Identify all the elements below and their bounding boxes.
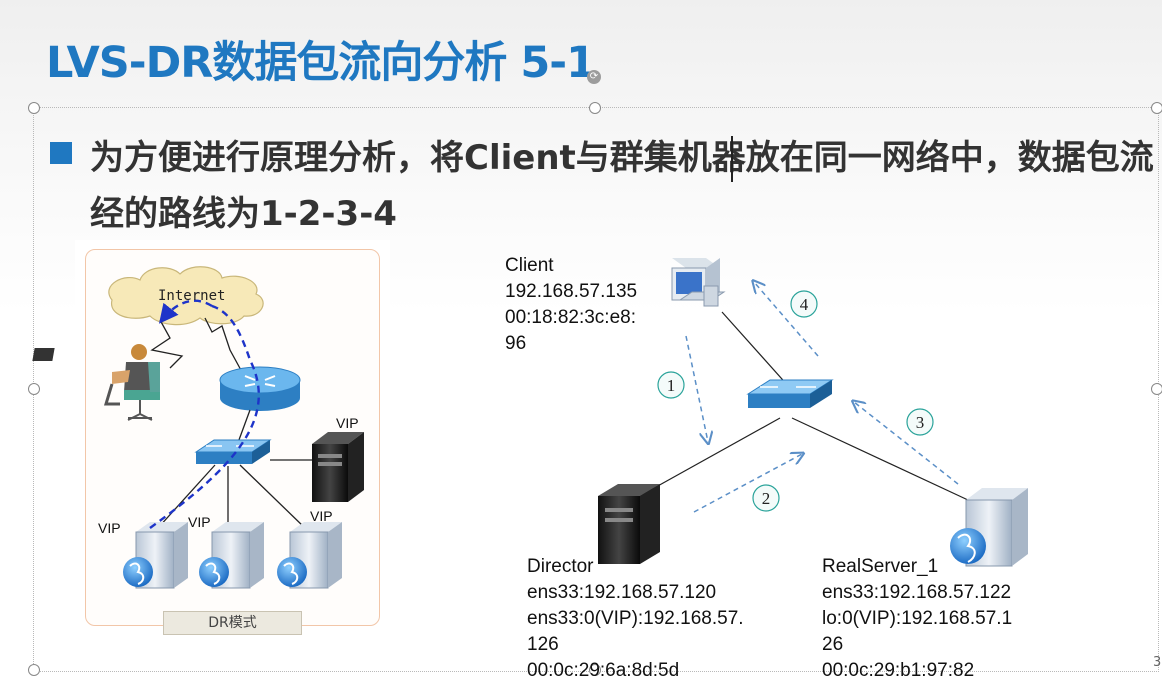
internet-label: Internet [158,288,226,304]
switch-icon [194,439,272,464]
client-mac: 00:18:82:3c:e8: [505,307,636,328]
vip-label: VIP [188,514,211,530]
dr-flow-path-arrow [158,299,213,324]
client-label-block: Client 192.168.57.135 00:18:82:3c:e8: 96 [505,253,637,357]
step-4-arrow [754,282,819,357]
client-pc-icon [671,258,726,307]
step-3-arrow [854,402,959,485]
resize-handle-top-left[interactable] [28,102,40,114]
router-icon [219,366,301,411]
real-server-icon [199,522,264,589]
director-vip: ens33:0(VIP):192.168.57. [527,608,744,629]
svg-text:1: 1 [667,376,676,395]
director-server-icon [312,432,364,502]
slide-page-number: 3 [1153,655,1162,670]
realserver-vip-cont: 26 [822,634,844,655]
real-server-icon [123,522,188,589]
wan-link-line [204,317,243,373]
step-1-arrow [685,335,708,442]
step-4-badge: 4 [790,290,818,318]
svg-text:2: 2 [762,489,771,508]
real-server-icon [950,488,1028,567]
user-workstation-icon [32,344,160,421]
dr-flow-path [149,304,260,529]
realserver-mac: 00:0c:29:b1:97:82 [822,660,975,681]
switch-icon [746,379,834,408]
vip-label: VIP [336,415,359,431]
client-mac-cont: 96 [505,333,527,354]
realserver-vip: lo:0(VIP):192.168.57.1 [822,608,1013,629]
client-ip: 192.168.57.135 [505,281,638,302]
bullet-text[interactable]: 为方便进行原理分析，将Client与群集机器放在同一网络中，数据包流经的路线为1… [90,138,1154,234]
director-name: Director [527,556,594,577]
text-cursor [731,136,733,182]
svg-text:3: 3 [916,413,925,432]
vip-label: VIP [98,520,121,536]
step-2-badge: 2 [752,484,780,512]
real-server-icon [277,522,342,589]
realserver-ip: ens33:192.168.57.122 [822,582,1012,603]
client-name: Client [505,255,554,276]
realserver-name: RealServer_1 [822,556,939,577]
rotate-handle-icon[interactable]: ⟳ [587,70,601,84]
step-2-arrow [693,454,802,513]
realserver-label-block: RealServer_1 ens33:192.168.57.122 lo:0(V… [822,554,1012,684]
director-server-icon [598,484,660,564]
ibeam-cursor-icon: I [1069,149,1080,170]
dr-mode-label: DR模式 [163,611,302,635]
step-1-badge: 1 [657,371,685,399]
resize-handle-top-right[interactable] [1151,102,1162,114]
director-vip-cont: 126 [527,634,559,655]
resize-handle-bottom-left[interactable] [28,664,40,676]
resize-handle-right[interactable] [1151,383,1162,395]
director-ip: ens33:192.168.57.120 [527,582,717,603]
director-mac: 00:0c:29:6a:8d:5d [527,660,680,681]
resize-handle-bottom[interactable] [589,664,601,676]
resize-handle-top[interactable] [589,102,601,114]
step-3-badge: 3 [906,408,934,436]
wan-link-line [150,319,184,369]
vip-label: VIP [310,508,333,524]
svg-text:4: 4 [800,295,809,314]
resize-handle-left[interactable] [28,383,40,395]
square-bullet-icon [50,142,72,164]
director-label-block: Director ens33:192.168.57.120 ens33:0(VI… [527,554,744,684]
slide-title[interactable]: LVS-DR数据包流向分析 5-1 [46,38,596,88]
